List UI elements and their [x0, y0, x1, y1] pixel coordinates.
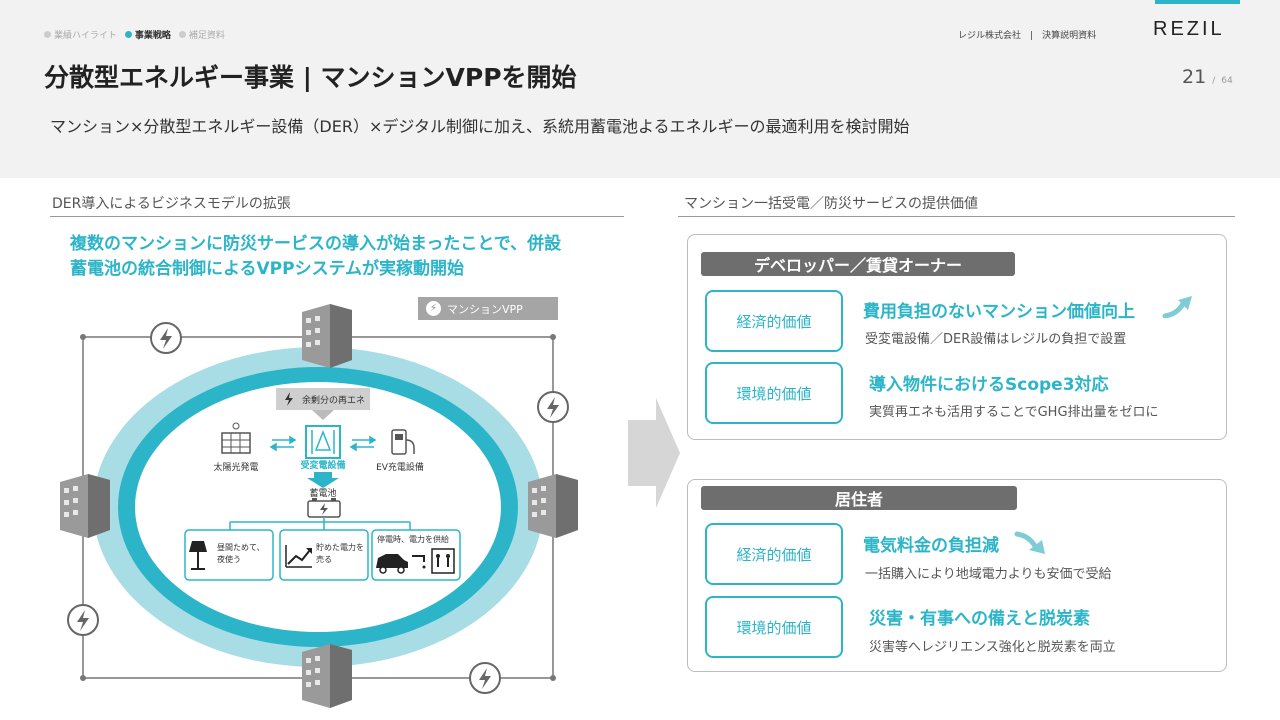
substation-label: 受変電設備	[300, 459, 345, 471]
company-name: レジル株式会社	[958, 31, 1022, 41]
use2-line1: 貯めた電力を	[316, 542, 364, 552]
faucet-icon	[412, 555, 426, 569]
left-section-title: DER導入によるビジネスモデルの拡張	[52, 196, 291, 212]
doc-type: 決算説明資料	[1042, 31, 1097, 41]
lamp-icon	[189, 541, 207, 570]
building-icon	[302, 644, 352, 708]
section-nav: 業績ハイライト 事業戦略 補足資料	[44, 28, 225, 41]
up-arrow-icon	[1162, 296, 1192, 318]
vpp-tag-label: マンションVPP	[447, 302, 523, 316]
substation-icon	[305, 425, 341, 459]
lightning-icon	[67, 604, 99, 636]
building-icon	[302, 304, 352, 368]
lightning-icon	[469, 662, 501, 694]
right-arrow-icon	[628, 398, 680, 508]
lightning-icon	[150, 322, 182, 354]
value-title: 導入物件におけるScope3対応	[869, 375, 1109, 395]
down-arrow-icon	[1014, 531, 1045, 554]
page-number: 21 / 64	[1182, 66, 1233, 88]
page-subtitle: マンション×分散型エネルギー設備（DER）×デジタル制御に加え、系統用蓄電池よる…	[50, 117, 910, 136]
lightning-icon	[537, 391, 569, 423]
vpp-diagram: 余剰分の再エネ 太陽光発電 受変電設備 EV充電設備 蓄電池	[60, 304, 578, 708]
building-icon	[528, 474, 578, 538]
value-desc: 一括購入により地域電力よりも安価で受給	[865, 567, 1112, 582]
ev-label: EV充電設備	[376, 461, 424, 473]
value-desc: 災害等へレジリエンス強化と脱炭素を両立	[869, 640, 1116, 655]
lead-text: 複数のマンションに防災サービスの導入が始まったことで、併設 蓄電池の統合制御によ…	[70, 232, 561, 282]
right-section-divider	[678, 216, 1235, 217]
header-band	[0, 0, 1280, 178]
surplus-label: 余剰分の再エネ	[302, 394, 365, 406]
value-desc: 受変電設備／DER設備はレジルの負担で設置	[865, 332, 1127, 347]
left-section-divider	[50, 216, 624, 217]
vpp-ring-inner	[135, 382, 501, 632]
use2-line2: 売る	[316, 554, 332, 564]
lightning-icon: ⚡	[426, 301, 441, 316]
group-head-resident: 居住者	[701, 486, 1017, 510]
battery-label: 蓄電池	[309, 487, 336, 499]
doc-meta: レジル株式会社|決算説明資料	[958, 31, 1097, 41]
use1-line1: 昼間ためて、	[217, 543, 265, 552]
lead-line-2: 蓄電池の統合制御によるVPPシステムが実稼動開始	[70, 259, 465, 279]
value-box-economic: 経済的価値	[705, 523, 843, 585]
value-desc: 実質再エネも活用することでGHG排出量をゼロに	[869, 405, 1159, 420]
use3-label: 停電時、電力を供給	[377, 534, 449, 544]
solar-panel-icon	[221, 422, 251, 454]
rezil-logo: REZIL	[1153, 18, 1225, 40]
chart-up-icon	[285, 545, 312, 568]
group-head-developer: デベロッパー／賃貸オーナー	[701, 252, 1015, 276]
down-arrow-icon	[307, 472, 339, 488]
accent-bar	[1155, 0, 1240, 4]
page-separator: /	[1212, 76, 1216, 86]
building-icon	[60, 474, 110, 538]
surplus-box	[276, 388, 370, 410]
connector-lines	[229, 517, 411, 530]
right-section-title: マンション一括受電／防災サービスの提供価値	[684, 196, 978, 212]
flow-arrows	[269, 435, 377, 452]
value-title: 電気料金の負担減	[863, 536, 999, 556]
use1-line2: 夜使う	[217, 554, 241, 564]
value-box-environmental: 環境的価値	[705, 596, 843, 658]
lead-line-1: 複数のマンションに防災サービスの導入が始まったことで、併設	[70, 234, 562, 254]
value-title: 費用負担のないマンション価値向上	[863, 302, 1135, 322]
elevator-icon	[431, 548, 455, 574]
vpp-tag: ⚡ マンションVPP	[418, 297, 558, 320]
solar-label: 太陽光発電	[213, 461, 258, 473]
nav-item-highlights[interactable]: 業績ハイライト	[44, 28, 117, 41]
ev-charger-icon	[391, 429, 415, 455]
value-box-economic: 経済的価値	[705, 290, 843, 352]
value-box-environmental: 環境的価値	[705, 362, 843, 424]
current-page: 21	[1182, 66, 1207, 88]
use-box-day-night	[184, 529, 274, 581]
value-title: 災害・有事への備えと脱炭素	[869, 609, 1090, 629]
total-pages: 64	[1221, 76, 1233, 86]
car-icon	[376, 554, 408, 574]
nav-item-appendix[interactable]: 補足資料	[178, 28, 225, 41]
page-title: 分散型エネルギー事業 | マンションVPPを開始	[44, 63, 577, 92]
nav-item-strategy[interactable]: 事業戦略	[124, 28, 171, 41]
